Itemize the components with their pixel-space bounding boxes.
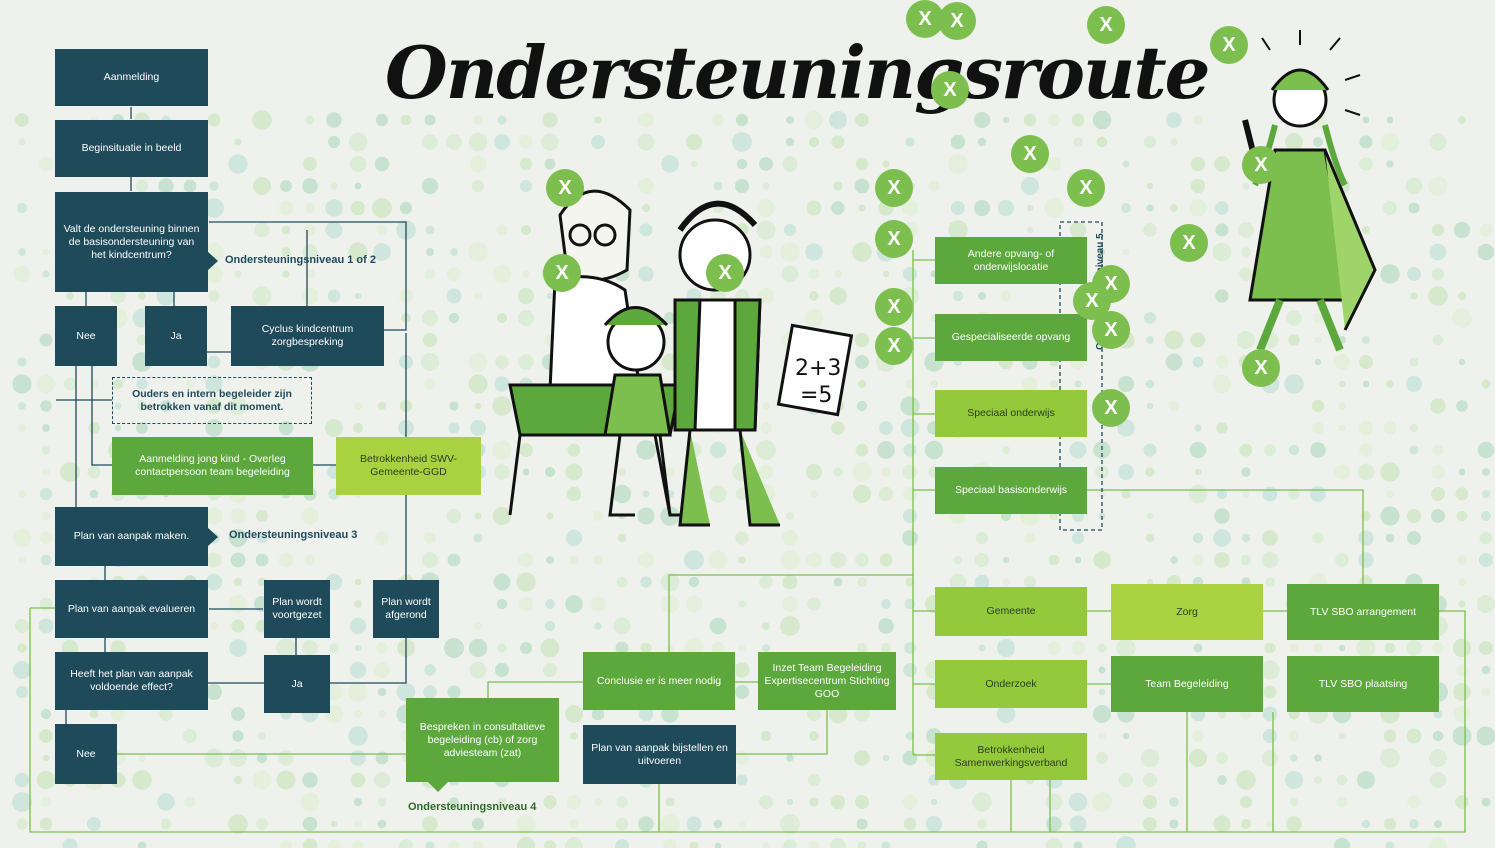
close-icon[interactable]: X (1092, 389, 1130, 427)
nee-box: Nee (55, 306, 117, 366)
arrow-pointer (428, 782, 448, 792)
gespecialiseerde-opvang-box: Gespecialiseerde opvang (935, 314, 1087, 361)
onderzoek-box: Onderzoek (935, 660, 1087, 708)
speciaal-basisonderwijs-box: Speciaal basisonderwijs (935, 467, 1087, 514)
zorg-box: Zorg (1111, 584, 1263, 640)
ja-box: Ja (145, 306, 207, 366)
aanmelding-box: Aanmelding (55, 49, 208, 106)
close-icon[interactable]: X (706, 254, 744, 292)
arrow-pointer (208, 528, 218, 546)
close-icon[interactable]: X (1011, 135, 1049, 173)
tlv-sbo-plaatsing-box: TLV SBO plaatsing (1287, 656, 1439, 712)
basisondersteuning-question-box: Valt de ondersteuning binnen de basisond… (55, 192, 208, 292)
close-icon[interactable]: X (543, 254, 581, 292)
arrow-pointer (208, 252, 218, 270)
close-icon[interactable]: X (875, 169, 913, 207)
page-title: Ondersteuningsroute (385, 30, 1210, 115)
beginsituatie-box: Beginsituatie in beeld (55, 120, 208, 177)
plan-bijstellen-box: Plan van aanpak bijstellen en uitvoeren (583, 725, 736, 784)
close-icon[interactable]: X (875, 220, 913, 258)
close-icon[interactable]: X (1210, 26, 1248, 64)
voldoende-effect-question-box: Heeft het plan van aanpak voldoende effe… (55, 652, 208, 710)
inzet-team-begeleiding-box: Inzet Team Begeleiding Expertisecentrum … (758, 652, 896, 710)
close-icon[interactable]: X (1087, 6, 1125, 44)
speciaal-onderwijs-box: Speciaal onderwijs (935, 390, 1087, 437)
conclusie-box: Conclusie er is meer nodig (583, 652, 735, 710)
close-icon[interactable]: X (1067, 169, 1105, 207)
close-icon[interactable]: X (875, 327, 913, 365)
niveau-3-label: Ondersteuningsniveau 3 (229, 529, 358, 541)
close-icon[interactable]: X (875, 288, 913, 326)
bespreken-consultatieve-box: Bespreken in consultatieve begeleiding (… (406, 698, 559, 782)
close-icon[interactable]: X (931, 71, 969, 109)
close-icon[interactable]: X (1170, 224, 1208, 262)
nee-effect-box: Nee (55, 724, 117, 784)
close-icon[interactable]: X (1242, 349, 1280, 387)
niveau-4-label: Ondersteuningsniveau 4 (408, 801, 537, 813)
tlv-sbo-arrangement-box: TLV SBO arrangement (1287, 584, 1439, 640)
close-icon[interactable]: X (906, 0, 944, 38)
close-icon[interactable]: X (1242, 146, 1280, 184)
andere-opvang-box: Andere opvang- of onderwijslocatie (935, 237, 1087, 284)
close-icon[interactable]: X (938, 2, 976, 40)
plan-maken-box: Plan van aanpak maken. (55, 507, 208, 566)
niveau-1-2-label: Ondersteuningsniveau 1 of 2 (225, 254, 376, 266)
svg-text:=5: =5 (800, 383, 832, 408)
ouders-note: Ouders en intern begeleider zijn betrokk… (112, 377, 312, 424)
betrokkenheid-samenwerkingsverband-box: Betrokkenheid Samenwerkingsverband (935, 733, 1087, 780)
team-begeleiding-box: Team Begeleiding (1111, 656, 1263, 712)
ja-effect-box: Ja (264, 655, 330, 713)
betrokkenheid-swv-box: Betrokkenheid SWV-Gemeente-GGD (336, 437, 481, 495)
family-illustration: 2+3 =5 (508, 189, 854, 527)
close-icon[interactable]: X (1092, 311, 1130, 349)
gemeente-box: Gemeente (935, 587, 1087, 636)
superhero-illustration (1242, 30, 1377, 352)
cyclus-zorgbespreking-box: Cyclus kindcentrum zorgbespreking (231, 306, 384, 366)
close-icon[interactable]: X (546, 169, 584, 207)
plan-evalueren-box: Plan van aanpak evalueren (55, 580, 208, 638)
plan-afgerond-box: Plan wordt afgerond (373, 580, 439, 638)
aanmelding-jong-kind-box: Aanmelding jong kind - Overleg contactpe… (112, 437, 313, 495)
plan-voortgezet-box: Plan wordt voortgezet (264, 580, 330, 638)
svg-text:2+3: 2+3 (795, 356, 841, 381)
